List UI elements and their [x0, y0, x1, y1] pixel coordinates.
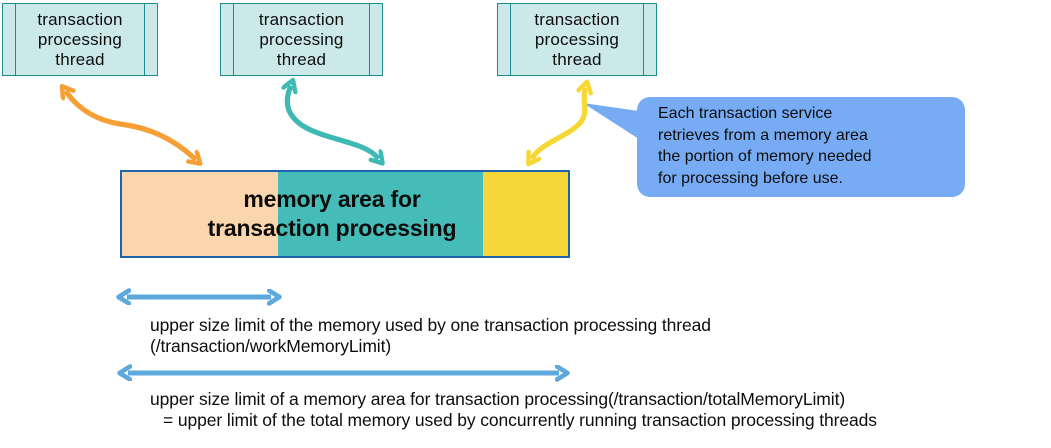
work-memory-limit-note: upper size limit of the memory used by o… — [150, 315, 711, 357]
memory-segment-thread1 — [122, 172, 278, 256]
callout-bubble: Each transaction service retrieves from … — [637, 97, 965, 197]
memory-area-bar — [120, 170, 570, 258]
memory-area-bar-label: memory area for transaction processing — [207, 186, 457, 241]
transaction-thread-box-3: transaction processing thread — [497, 3, 657, 76]
thread-box-label: transaction processing thread — [258, 9, 345, 69]
box-inner-divider-right — [643, 4, 644, 75]
box-inner-divider-left — [510, 4, 511, 75]
transaction-thread-box-1: transaction processing thread — [2, 3, 158, 76]
callout-tail — [583, 103, 639, 139]
total-limit-text-line2: = upper limit of the total memory used b… — [163, 410, 877, 430]
yellow-curved-arrow — [533, 90, 585, 157]
thread-box-label: transaction processing thread — [37, 9, 123, 69]
transaction-thread-box-2: transaction processing thread — [220, 3, 383, 76]
work-limit-text-line1: upper size limit of the memory used by o… — [150, 315, 711, 335]
box-inner-divider-left — [233, 4, 234, 75]
box-inner-divider-right — [144, 4, 145, 75]
total-memory-limit-note: upper size limit of a memory area for tr… — [150, 389, 877, 431]
teal-curved-arrow — [287, 88, 377, 157]
work-limit-text-line2: (/transaction/workMemoryLimit) — [150, 336, 392, 356]
total-limit-text-line1: upper size limit of a memory area for tr… — [150, 389, 846, 409]
memory-segment-thread3 — [482, 172, 568, 256]
memory-segment-thread2 — [277, 172, 483, 256]
box-inner-divider-left — [15, 4, 16, 75]
thread-box-label: transaction processing thread — [534, 9, 620, 69]
box-inner-divider-right — [369, 4, 370, 75]
orange-curved-arrow — [67, 93, 194, 158]
